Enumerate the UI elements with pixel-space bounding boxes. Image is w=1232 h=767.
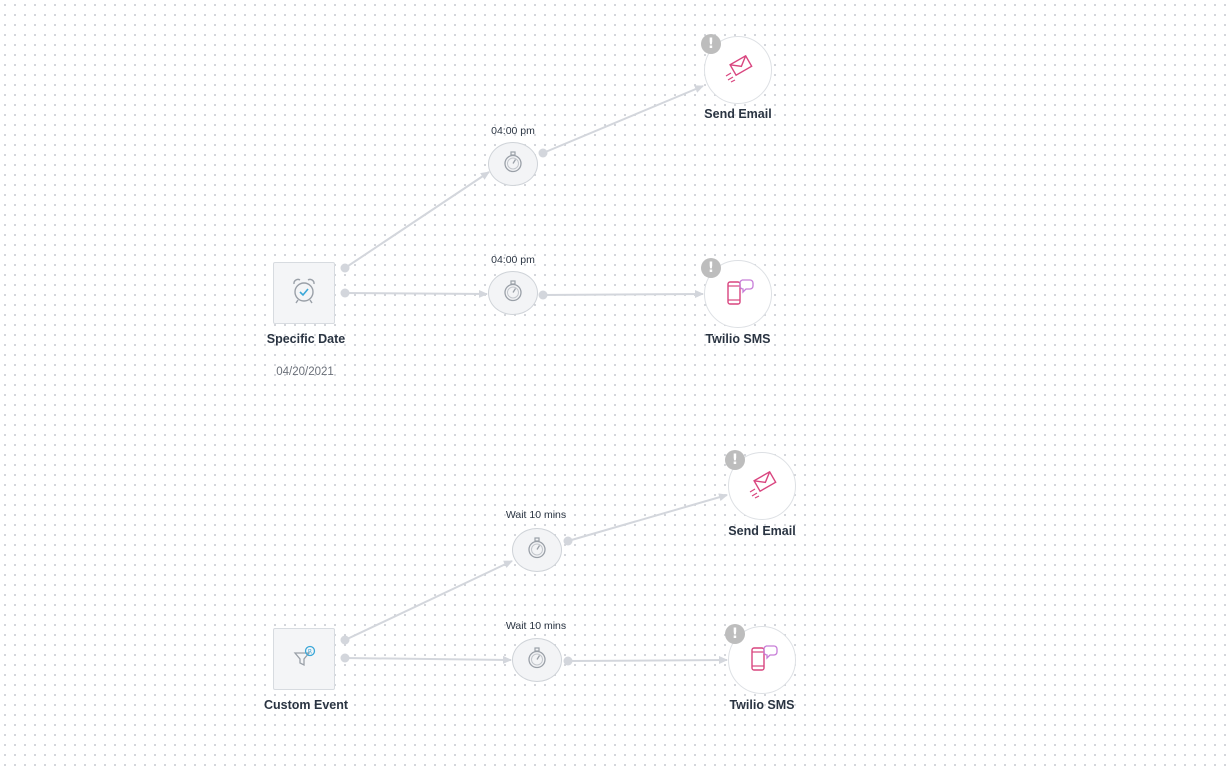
connector-trigger2-timer2 [344, 655, 512, 664]
timer-label: 04:00 pm [491, 254, 535, 266]
timer-label: Wait 10 mins [505, 620, 567, 632]
port-dot [563, 536, 573, 546]
trigger-label: Custom Event [263, 698, 349, 712]
stopwatch-icon [501, 150, 525, 179]
port-dot [340, 635, 350, 645]
connector-trigger1-timer2 [344, 289, 488, 298]
port-dot [340, 263, 350, 273]
email-send-icon [746, 468, 778, 505]
alarm-clock-icon [289, 276, 319, 311]
sms-phone-icon [722, 276, 754, 313]
action-node-twilio-sms[interactable] [704, 260, 772, 328]
timer-label: 04:00 pm [491, 125, 535, 137]
warning-badge[interactable]: ! [701, 34, 721, 54]
timer-node[interactable] [488, 271, 538, 315]
trigger-node-custom-event[interactable]: R [273, 628, 335, 690]
action-label: Twilio SMS [729, 698, 795, 712]
connector-timer1-action1 [542, 85, 704, 154]
timer-node[interactable] [512, 528, 562, 572]
stopwatch-icon [525, 536, 549, 565]
connector-trigger2-timer1 [344, 560, 513, 641]
action-label: Twilio SMS [705, 332, 771, 346]
port-dot [340, 288, 350, 298]
port-dot [538, 290, 548, 300]
stopwatch-icon [525, 646, 549, 675]
action-label: Send Email [728, 524, 796, 538]
email-send-icon [722, 52, 754, 89]
event-filter-icon: R [289, 642, 319, 677]
action-label: Send Email [704, 107, 772, 121]
port-dot [538, 148, 548, 158]
trigger-date: 04/20/2021 [276, 366, 334, 378]
stopwatch-icon [501, 279, 525, 308]
connector-timer4-action4 [567, 656, 728, 665]
warning-badge[interactable]: ! [725, 450, 745, 470]
connector-timer3-action3 [567, 493, 728, 542]
sms-phone-icon [746, 642, 778, 679]
svg-text:R: R [308, 648, 312, 655]
trigger-label: Specific Date [266, 332, 346, 346]
warning-badge[interactable]: ! [725, 624, 745, 644]
port-dot [340, 653, 350, 663]
port-dot [563, 656, 573, 666]
connector-timer2-action2 [542, 290, 704, 299]
trigger-node-specific-date[interactable] [273, 262, 335, 324]
timer-node[interactable] [488, 142, 538, 186]
timer-node[interactable] [512, 638, 562, 682]
timer-label: Wait 10 mins [505, 509, 567, 521]
connector-trigger1-timer1 [344, 171, 490, 269]
warning-badge[interactable]: ! [701, 258, 721, 278]
